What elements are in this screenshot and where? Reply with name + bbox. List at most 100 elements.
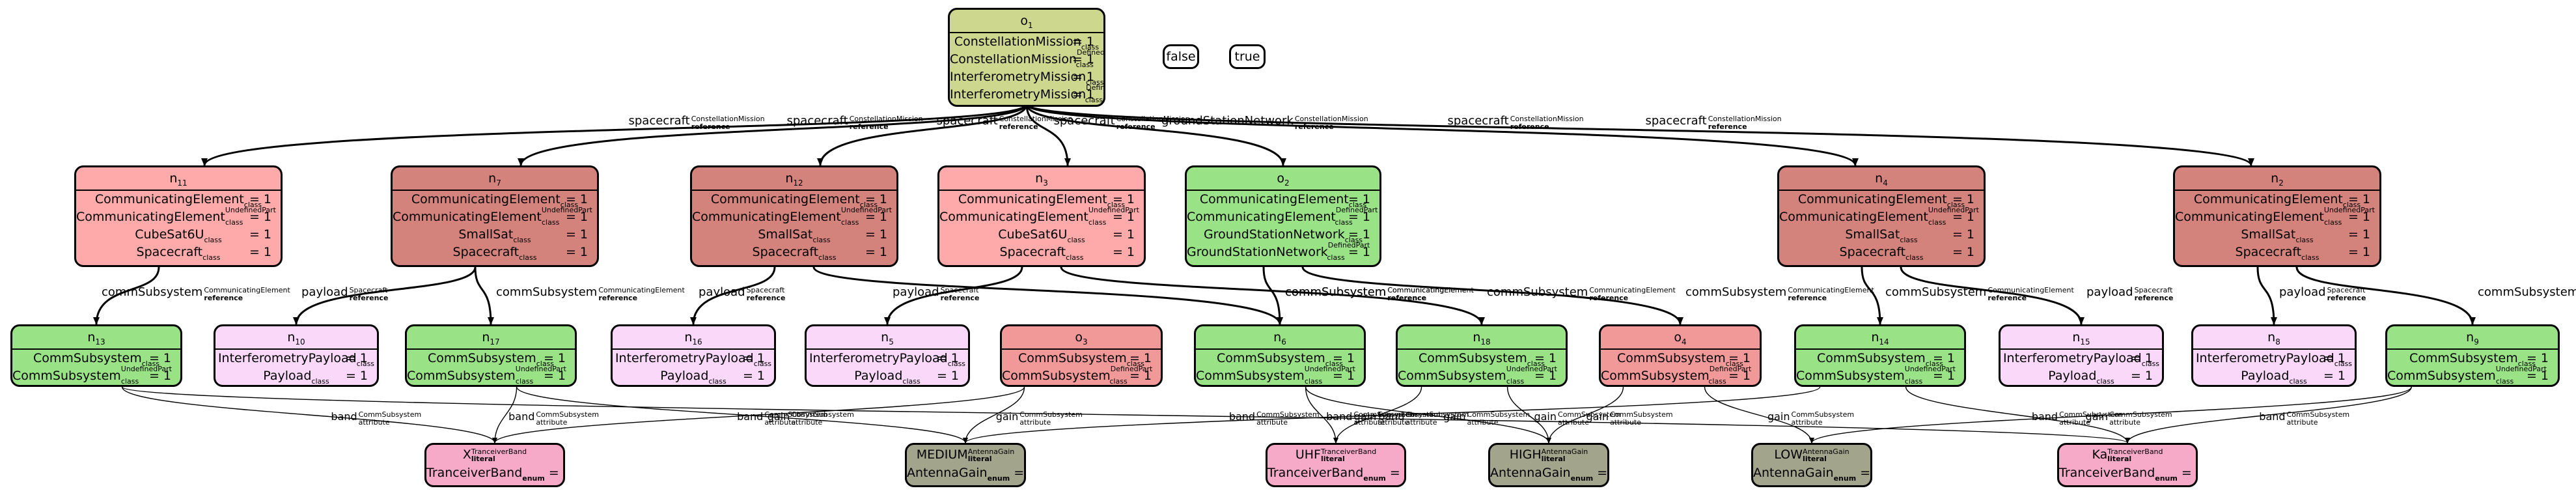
type-row: Payloadclass= 1 — [613, 367, 774, 385]
type-name-cell: CommunicatingElementclass — [2175, 191, 2379, 210]
multiplicity: = 1 — [1129, 369, 1152, 383]
edge-owner: CommSubsystem — [1019, 410, 1083, 419]
edge-owner: CommSubsystem — [764, 410, 827, 419]
literal-type-kind: enum — [1363, 474, 1386, 483]
boolean-node-b_false[interactable]: false — [1163, 44, 1199, 69]
type-row: CommSubsystemUndefinedPartclass= 1 — [2387, 365, 2558, 385]
type-name: Spacecraft — [452, 245, 519, 259]
edge-o1-n11 — [201, 104, 1028, 166]
edge-kind: reference — [746, 293, 786, 302]
edge-name: commSubsystem — [102, 285, 203, 299]
edge-kind: attribute — [1353, 418, 1385, 427]
multiplicity: = 1 — [249, 210, 271, 224]
edge-name: groundStationNetwork — [1161, 114, 1294, 128]
node-title: n5 — [807, 326, 968, 350]
edge-o1-n4 — [1025, 104, 1859, 166]
edge-kind: reference — [1589, 293, 1629, 302]
literal-type-name: TranceiverBand — [2059, 466, 2155, 480]
type-part-label: UndefinedPart — [225, 206, 276, 214]
type-kind-label: class — [1725, 360, 1744, 368]
multiplicity: = 1 — [565, 245, 588, 259]
type-name: CommSubsystem — [1816, 351, 1926, 365]
node-title-index: 3 — [1082, 337, 1088, 346]
type-name-cell: CommSubsystemDefinedPartclass — [1002, 365, 1161, 385]
literal-value: Ka — [2092, 447, 2108, 462]
type-row: CommunicatingElementclass= 1 — [1187, 191, 1379, 209]
literal-type-cell: TranceiverBandenum = 1 — [426, 466, 563, 483]
multiplicity: = 1 — [742, 351, 765, 365]
literal-type-cell: AntennaGainenum = 1 — [907, 466, 1024, 483]
type-name-cell: Spacecraftclass — [2175, 244, 2379, 262]
type-row: CubeSat6Uclass= 1 — [939, 226, 1144, 244]
type-row: CommunicatingElementclass= 1 — [692, 191, 896, 210]
type-kind-label: class — [2141, 360, 2160, 368]
edge-o3-lit_medium — [963, 386, 1025, 444]
type-kind-label: class — [1327, 253, 1345, 262]
type-kind-label: class — [1086, 78, 1104, 87]
type-name-cell: CommunicatingElementclass — [692, 191, 896, 210]
type-kind-label: class — [708, 377, 727, 386]
multiplicity: = 1 — [1072, 52, 1094, 66]
type-row: InterferometryPayloadclass= 1 — [2001, 350, 2162, 368]
edge-name: payload — [893, 285, 939, 299]
literal-enum-name: TranceiverBand — [1320, 447, 1377, 456]
node-title-letter: o — [1674, 330, 1682, 345]
literal-row: TranceiverBandenum = 1 — [2059, 464, 2196, 483]
type-name: InterferometryPayload — [2002, 351, 2142, 365]
type-part-label: DefinedPart — [1335, 206, 1378, 214]
node-title-letter: n — [2072, 330, 2081, 345]
node-title-index: 12 — [793, 178, 803, 188]
edge-owner: CommSubsystem — [2059, 410, 2122, 419]
edge-n12-n16 — [690, 266, 776, 325]
multiplicity: = 1 — [1112, 192, 1135, 206]
node-title: o1 — [950, 10, 1103, 33]
type-name: CommunicatingElement — [76, 210, 225, 224]
type-name: CommSubsystem — [1018, 351, 1127, 365]
edge-kind: attribute — [358, 418, 390, 427]
literal-multiplicity: = 1 — [2181, 466, 2196, 480]
multiplicity: = 1 — [1112, 245, 1135, 259]
multiplicity: = 1 — [865, 192, 887, 206]
type-part-label: UndefinedPart — [1928, 206, 1979, 214]
literal-kind-label: literal — [1320, 454, 1345, 463]
edge-name: gain — [995, 410, 1019, 423]
type-kind-label: class — [225, 218, 243, 227]
type-kind-label: class — [2334, 360, 2353, 368]
boolean-node-b_true[interactable]: true — [1229, 44, 1266, 69]
type-kind-label: class — [1344, 236, 1363, 244]
